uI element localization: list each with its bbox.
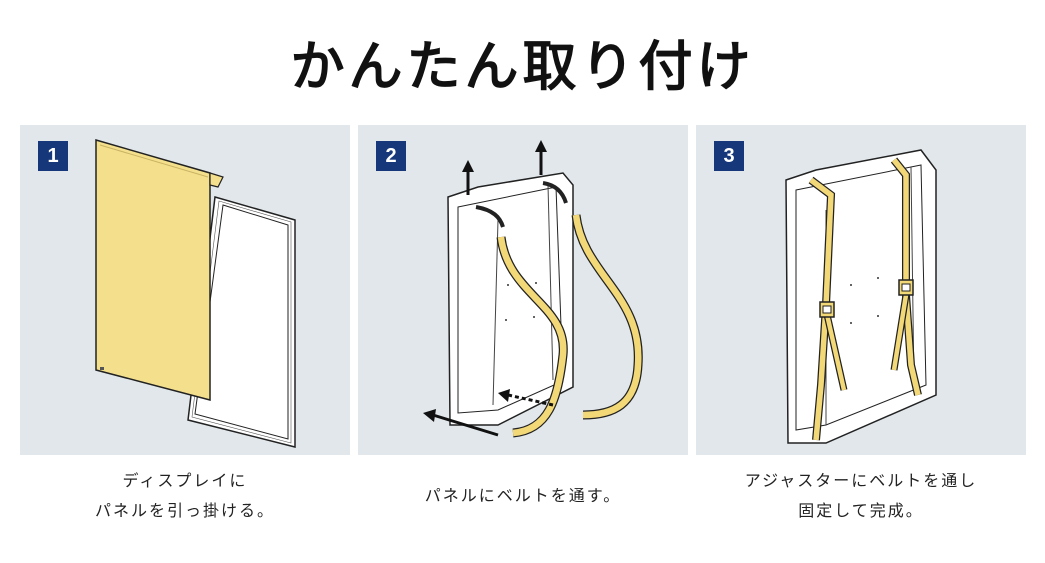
left-arrow-icon	[498, 389, 554, 407]
left-arrow-icon	[423, 409, 499, 437]
step-2-caption: パネルにベルトを通す。	[358, 481, 688, 511]
page-title: かんたん取り付け	[290, 35, 755, 98]
panel-body	[447, 172, 574, 426]
upward-arrow-icon	[462, 160, 474, 195]
step-3-badge: 3	[714, 141, 744, 171]
step-2-badge: 2	[376, 141, 406, 171]
step-1-caption: ディスプレイに パネルを引っ掛ける。	[20, 466, 350, 526]
step-1-panel: 1	[20, 125, 350, 455]
step-3-panel: 3	[696, 125, 1026, 455]
caption-line: 固定して完成。	[798, 501, 924, 520]
caption-line: ディスプレイに	[122, 471, 248, 490]
step-1-illustration	[95, 139, 296, 448]
step-3-caption: アジャスターにベルトを通し 固定して完成。	[696, 466, 1026, 526]
upward-arrow-icon	[535, 140, 547, 175]
buckle-icon	[819, 301, 835, 318]
yellow-panel	[95, 139, 224, 401]
step-1-badge: 1	[38, 141, 68, 171]
step-3-illustration	[785, 149, 937, 444]
step-2-illustration	[423, 140, 643, 438]
caption-line: パネルを引っ掛ける。	[94, 501, 275, 520]
panel-body	[785, 149, 937, 444]
caption-line: パネルにベルトを通す。	[424, 486, 622, 505]
step-2-panel: 2	[358, 125, 688, 455]
buckle-icon	[898, 279, 914, 296]
belt	[496, 214, 643, 438]
caption-line: アジャスターにベルトを通し	[744, 471, 978, 490]
